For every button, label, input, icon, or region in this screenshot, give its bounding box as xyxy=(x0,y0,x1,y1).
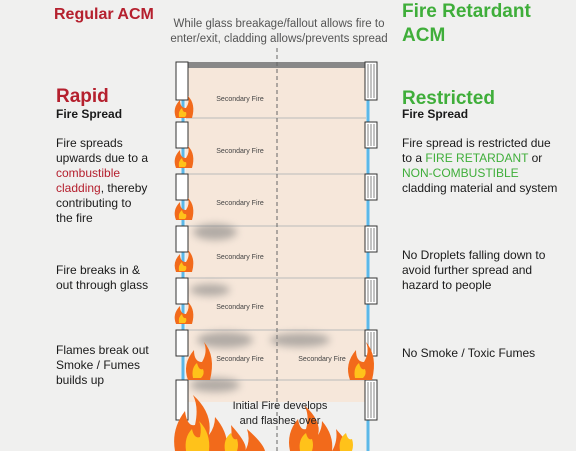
left-p1-line2: upwards due to a xyxy=(56,151,149,165)
left-cladding xyxy=(175,61,189,421)
right-point-retardant: Fire spread is restricted due to a FIRE … xyxy=(402,136,572,196)
left-p2-line2: out through glass xyxy=(56,278,149,292)
right-p2-line2: avoid further spread and xyxy=(402,263,533,277)
floor-label-3: Secondary Fire xyxy=(216,200,264,207)
regular-acm-title: Regular ACM xyxy=(54,6,154,23)
caption-line-2: enter/exit, cladding allows/prevents spr… xyxy=(170,33,388,45)
rapid-heading: Rapid xyxy=(56,86,109,107)
initial-line-2: and flashes over xyxy=(239,415,321,427)
roof-slab xyxy=(186,62,376,68)
left-p3-line2: Smoke / Fumes xyxy=(56,358,141,372)
floor-label-5: Secondary Fire xyxy=(216,304,264,311)
left-p3-line1: Flames break out xyxy=(56,343,149,357)
floor-label-1: Secondary Fire xyxy=(216,96,264,103)
right-p1-highlight1: FIRE RETARDANT xyxy=(425,151,529,165)
right-p2-line3: hazard to people xyxy=(402,278,492,292)
floor-label-6b: Secondary Fire xyxy=(298,356,346,363)
left-point-smoke: Flames break out Smoke / Fumes builds up xyxy=(56,343,174,388)
right-p1-suffix: or xyxy=(528,151,543,165)
right-p3-line1: No Smoke / Toxic Fumes xyxy=(402,346,536,360)
initial-fire-label: Initial Fire develops and flashes over xyxy=(210,399,350,429)
initial-line-1: Initial Fire develops xyxy=(232,400,328,412)
left-flames xyxy=(174,96,374,380)
rapid-subheading: Fire Spread xyxy=(56,107,123,121)
right-p1-highlight2: NON-COMBUSTIBLE xyxy=(402,166,519,180)
floor-slabs xyxy=(186,117,366,381)
right-p2-line1: No Droplets falling down to xyxy=(402,248,546,262)
right-p1-line4: cladding material and system xyxy=(402,181,558,195)
left-point-glass: Fire breaks in & out through glass xyxy=(56,263,174,293)
left-p1-line5: contributing to xyxy=(56,196,132,210)
left-p2-line1: Fire breaks in & xyxy=(56,263,141,277)
left-point-combustible: Fire spreads upwards due to a combustibl… xyxy=(56,136,174,226)
ground-fire xyxy=(174,395,353,451)
smoke-left xyxy=(190,224,330,392)
restricted-heading: Restricted xyxy=(402,88,495,109)
left-p1-highlight2: cladding xyxy=(56,181,101,195)
floor-label-6a: Secondary Fire xyxy=(216,356,264,363)
right-cladding-ribs xyxy=(367,64,375,418)
left-p1-highlight1: combustible xyxy=(56,166,121,180)
floor-label-2: Secondary Fire xyxy=(216,148,264,155)
diagram-caption: While glass breakage/fallout allows fire… xyxy=(168,17,390,47)
fire-retardant-acm-title: Fire Retardant ACM xyxy=(402,1,531,46)
left-p1-line1: Fire spreads xyxy=(56,136,123,150)
right-point-smoke: No Smoke / Toxic Fumes xyxy=(402,346,572,361)
right-p1-prefix: to a xyxy=(402,151,426,165)
right-p1-line2: to a FIRE RETARDANT or xyxy=(402,151,572,166)
restricted-subheading: Fire Spread xyxy=(402,107,469,121)
right-p1-line1: Fire spread is restricted due xyxy=(402,136,551,150)
left-p1-line6: the fire xyxy=(56,211,93,225)
left-p1-line4: cladding, thereby xyxy=(56,181,174,196)
left-p1-line4-rest: , thereby xyxy=(100,181,148,195)
right-point-droplets: No Droplets falling down to avoid furthe… xyxy=(402,248,572,293)
left-p3-line3: builds up xyxy=(56,373,105,387)
caption-line-1: While glass breakage/fallout allows fire… xyxy=(173,18,385,30)
floor-label-4: Secondary Fire xyxy=(216,254,264,261)
